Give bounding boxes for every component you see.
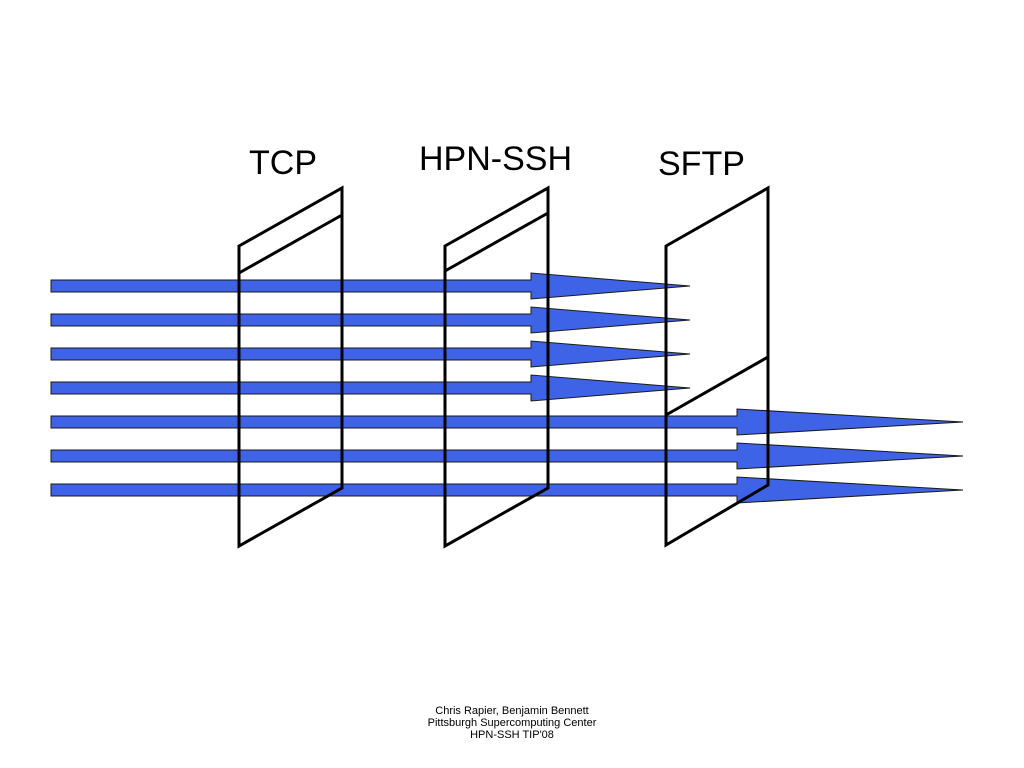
slide-footer: Chris Rapier, Benjamin Bennett Pittsburg… [312,705,712,741]
footer-authors: Chris Rapier, Benjamin Bennett [435,705,589,717]
data-stream-arrow [50,374,691,402]
data-stream-arrows [50,272,964,504]
data-stream-arrow [50,476,964,504]
footer-event: HPN-SSH TIP'08 [470,729,554,741]
tcp-layer-label: TCP [249,144,317,182]
hpn-ssh-layer-label: HPN-SSH [419,140,573,178]
tcp-layer-plane [237,185,344,549]
sftp-layer-label: SFTP [658,145,745,183]
hpn-ssh-plane-divider [444,211,549,273]
hpn-ssh-layer-plane [443,185,550,549]
data-stream-arrow [50,408,964,436]
hpn-ssh-plane-outline [443,185,550,549]
sftp-plane-divider [665,355,769,417]
tcp-plane-outline [237,185,344,549]
data-stream-arrow [50,442,964,470]
data-stream-arrow [50,306,691,334]
data-stream-arrow [50,340,691,368]
sftp-plane-outline [664,185,770,548]
data-stream-arrow [50,272,691,300]
footer-organization: Pittsburgh Supercomputing Center [427,717,597,729]
sftp-layer-plane [664,185,770,548]
tcp-plane-divider [238,213,343,275]
